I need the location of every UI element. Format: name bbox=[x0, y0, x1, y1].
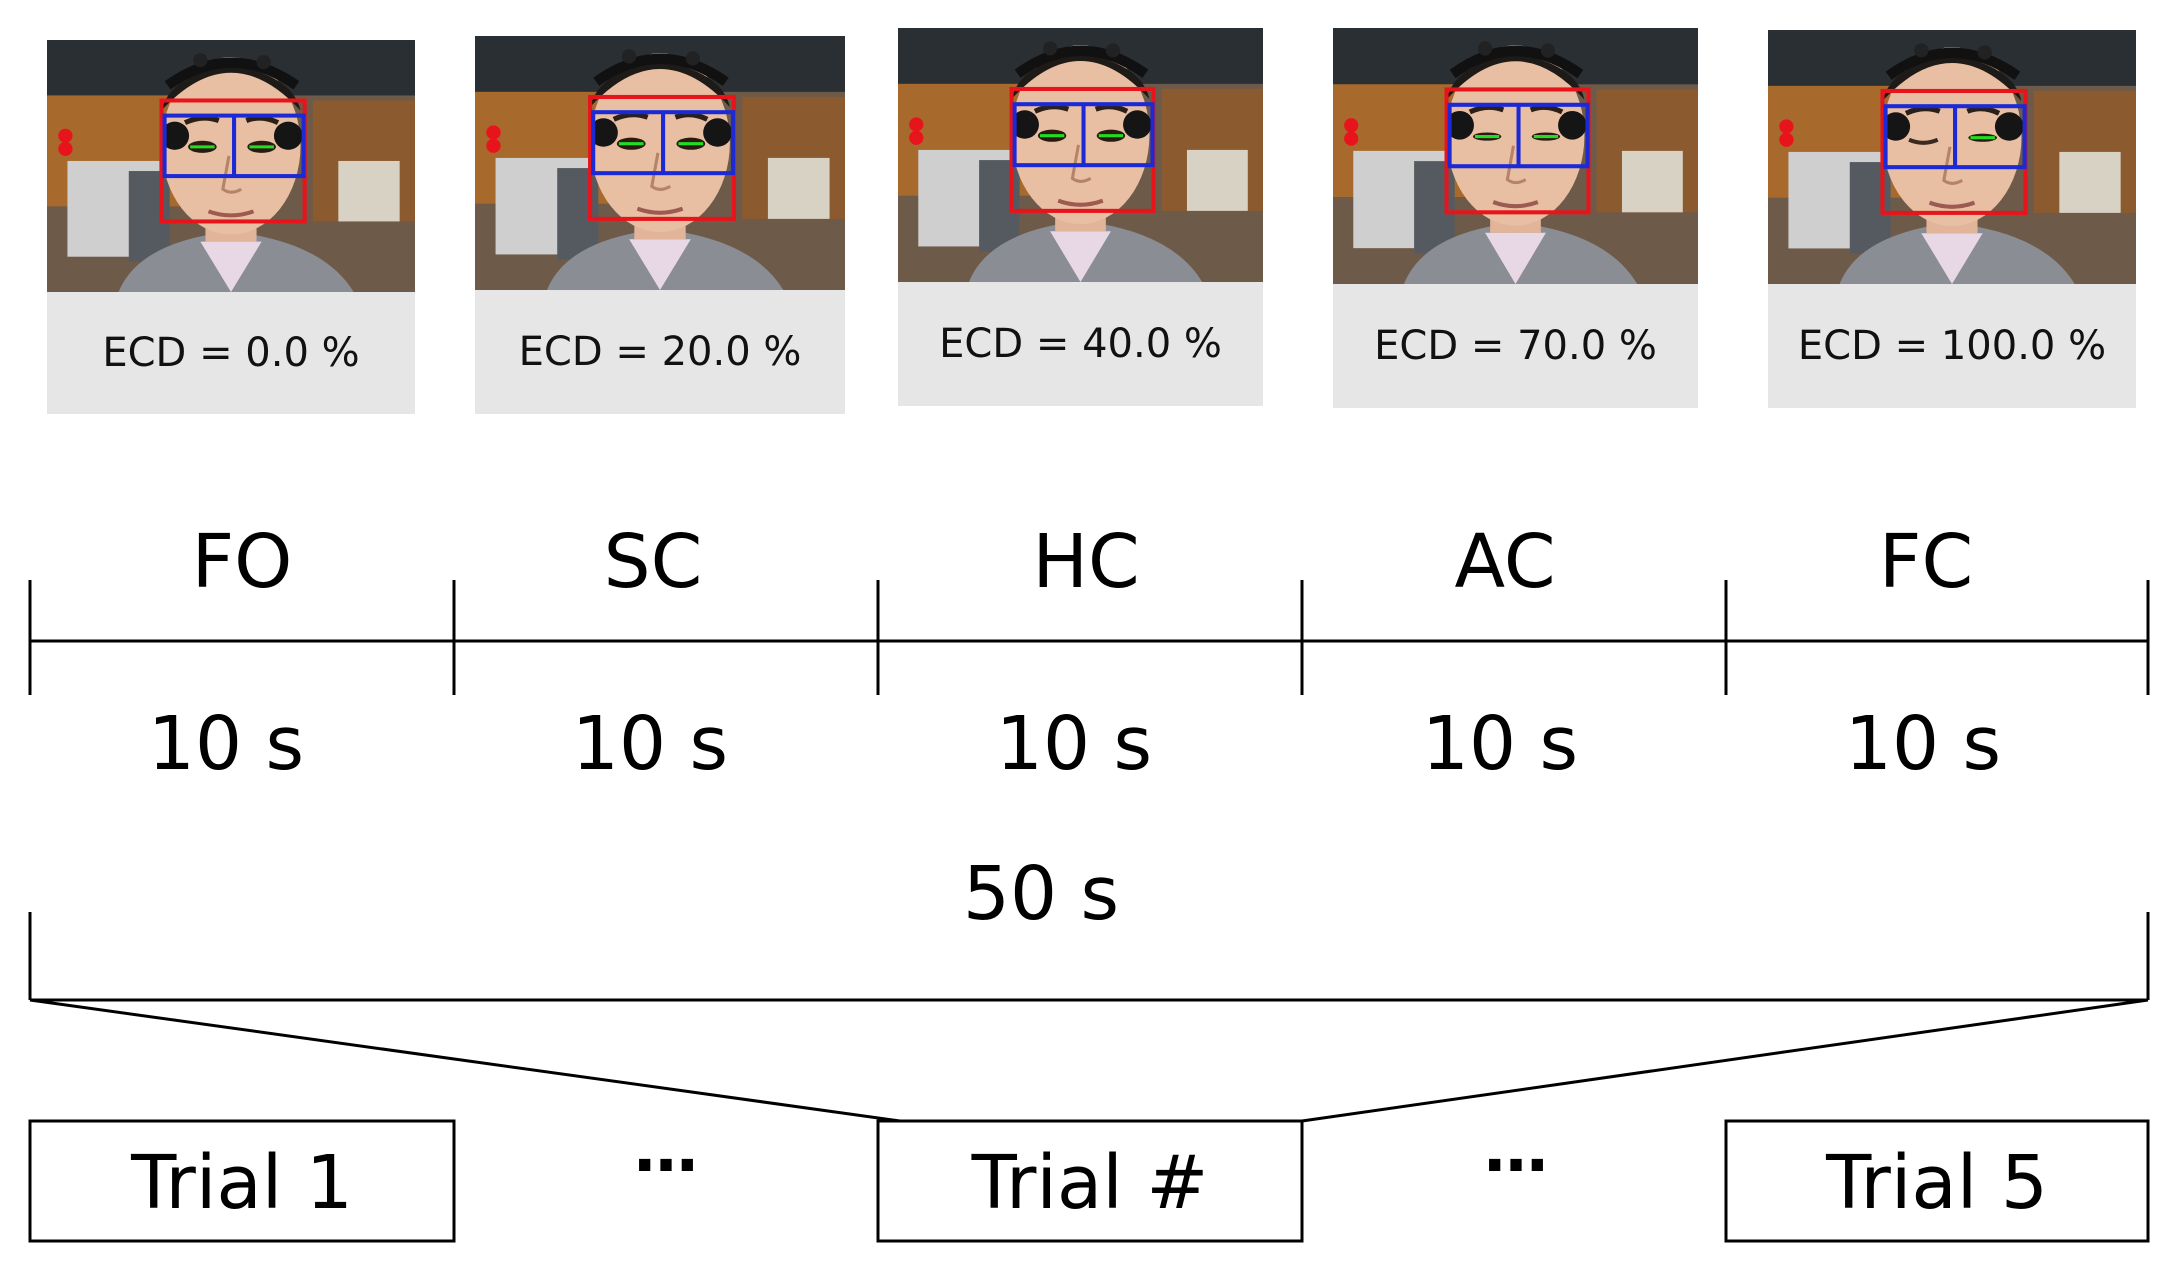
phase-label-sc: SC bbox=[603, 519, 703, 605]
face-illustration bbox=[47, 40, 415, 292]
face-photo bbox=[47, 40, 415, 292]
face-photo bbox=[1768, 30, 2136, 284]
photo-panel-2: ECD = 20.0 % bbox=[475, 36, 845, 414]
zoom-line-left bbox=[29, 998, 901, 1123]
face-illustration bbox=[475, 36, 845, 290]
photo-panel-1: ECD = 0.0 % bbox=[47, 40, 415, 414]
phase-label-fc: FC bbox=[1878, 519, 1974, 605]
trial-label-middle: Trial # bbox=[971, 1140, 1209, 1226]
ellipsis-left: … bbox=[634, 1113, 698, 1187]
phase-label-hc: HC bbox=[1032, 519, 1140, 605]
phase-duration-fc: 10 s bbox=[1844, 701, 2002, 787]
phase-label-fo: FO bbox=[191, 519, 293, 605]
face-photo bbox=[1333, 28, 1698, 284]
ecd-caption: ECD = 0.0 % bbox=[47, 292, 415, 414]
zoom-line-right bbox=[1301, 998, 2149, 1123]
trial-box-1 bbox=[28, 1119, 456, 1243]
photo-panel-4: ECD = 70.0 % bbox=[1333, 28, 1698, 408]
photo-panel-5: ECD = 100.0 % bbox=[1768, 30, 2136, 408]
ecd-caption: ECD = 70.0 % bbox=[1333, 284, 1698, 408]
photo-panel-3: ECD = 40.0 % bbox=[898, 28, 1263, 406]
ecd-caption: ECD = 40.0 % bbox=[898, 282, 1263, 406]
phase-duration-fo: 10 s bbox=[147, 701, 305, 787]
phase-label-ac: AC bbox=[1454, 519, 1556, 605]
trial-box-middle bbox=[876, 1119, 1304, 1243]
ellipsis-right: … bbox=[1484, 1113, 1548, 1187]
trial-box-last bbox=[1724, 1119, 2150, 1243]
face-illustration bbox=[898, 28, 1263, 282]
face-photo bbox=[475, 36, 845, 290]
ecd-caption: ECD = 100.0 % bbox=[1768, 284, 2136, 408]
phase-duration-sc: 10 s bbox=[571, 701, 729, 787]
face-illustration bbox=[1333, 28, 1698, 284]
phase-duration-ac: 10 s bbox=[1421, 701, 1579, 787]
trial-label-last: Trial 5 bbox=[1826, 1140, 2048, 1226]
total-duration: 50 s bbox=[962, 851, 1120, 937]
ecd-caption: ECD = 20.0 % bbox=[475, 290, 845, 414]
face-illustration bbox=[1768, 30, 2136, 284]
face-photo bbox=[898, 28, 1263, 282]
trial-label-first: Trial 1 bbox=[131, 1140, 353, 1226]
phase-duration-hc: 10 s bbox=[995, 701, 1153, 787]
